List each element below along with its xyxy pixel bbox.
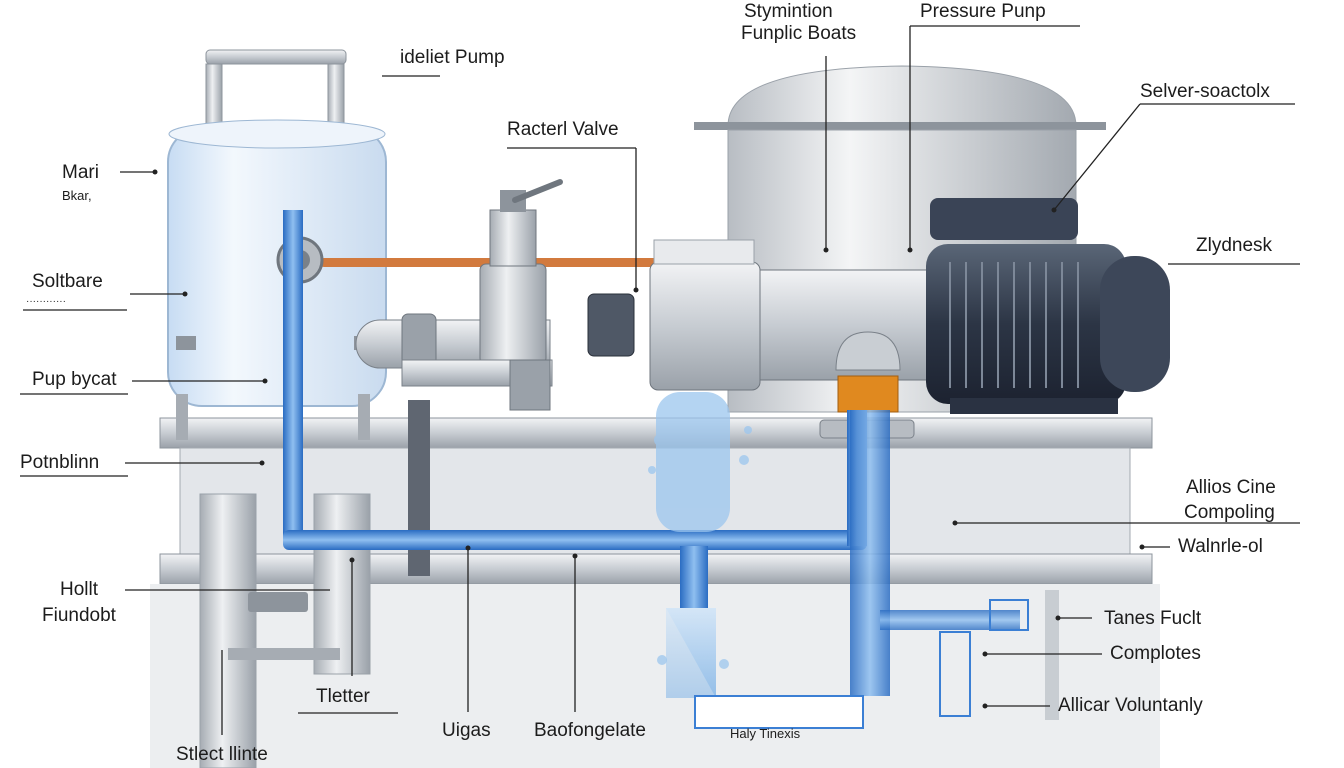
label-pup-bycat: Pup bycat [32,369,117,390]
label-racterl-valve: Racterl Valve [507,119,619,140]
label-haly-tinexis: Haly Tinexis [730,726,801,741]
support-legs [199,493,1059,768]
label-tanes-fuclt: Tanes Fuclt [1104,608,1202,629]
leader-dots [152,169,1145,709]
label-allicar: Allicar Voluntanly [1058,695,1203,716]
storage-tank [167,49,387,440]
label-stymintion: Stymintion [744,1,833,22]
label-fiundobt: Fiundobt [42,605,116,626]
pump-housing [649,239,951,439]
label-mari-sub: Bkar, [62,188,92,203]
label-uigas: Uigas [442,720,491,741]
label-solthare-sub: ············ [26,296,66,307]
water-pipes [283,210,1029,729]
label-complotes: Complotes [1110,643,1201,664]
label-walnrle: Walnrle-ol [1178,536,1263,557]
label-compoling: Compoling [1184,502,1275,523]
label-baofongelate: Baofongelate [534,720,646,741]
label-potnblinn: Potnblinn [20,452,100,473]
label-pressure-pump: Pressure Punp [920,1,1046,22]
label-stlect: Stlect llinte [176,744,268,765]
label-selver: Selver-soactolx [1140,81,1270,102]
leader-lines [20,25,1300,735]
label-tletter: Tletter [316,686,370,707]
water-splash-icon [648,392,752,669]
label-ideliet-pump: ideliet Pump [400,47,505,68]
electric-motor [926,198,1170,414]
label-solthare: Soltbare [32,271,103,292]
label-allios-cine: Allios Cine [1186,477,1276,498]
label-funplic-boats: Funplic Boats [741,23,857,44]
label-hollt: Hollt [60,579,99,600]
label-zlydnesk: Zlydnesk [1196,235,1273,256]
label-mari: Mari [62,162,99,183]
